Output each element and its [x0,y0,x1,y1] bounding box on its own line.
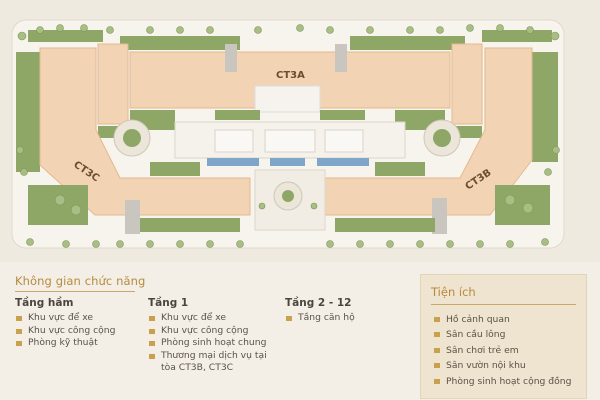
amenities-title: Tiện ích [431,285,476,299]
list-item: Tầng căn hộ [285,312,405,325]
column-heading: Tầng 1 [148,297,189,309]
column-heading: Tầng hầm [15,297,74,309]
list-item: Hồ cảnh quan [433,312,571,327]
column-floor-1: Tầng 1 Khu vực để xe Khu vực công cộng P… [148,297,276,375]
water-features [207,158,369,166]
list-item: Khu vực để xe [15,312,143,325]
list-item: Sân cầu lông [433,327,571,342]
ct3a-label: CT3A [276,70,305,81]
list-item-continuation: tòa CT3B, CT3C [161,362,234,374]
trees [16,24,560,248]
central-plaza [174,121,406,231]
plaza-gardens [28,162,550,232]
list-item: Phòng sinh hoạt chung [148,337,276,350]
legend-panel: Không gian chức năng Tầng hầm Khu vực để… [0,262,600,400]
list-item: Phòng sinh hoạt cộng đồng [433,374,571,389]
functional-title: Không gian chức năng [15,274,146,288]
amenities-box: Tiện ích Hồ cảnh quan Sân cầu lông Sân c… [420,274,587,399]
list-item: Khu vực công cộng [15,325,143,338]
list-item: Sân vườn nội khu [433,358,571,373]
left-roundabout [113,119,151,157]
list-item: Khu vực công cộng [148,325,276,338]
column-floors-2-12: Tầng 2 - 12 Tầng căn hộ [285,297,405,325]
building-ct3a [97,43,483,125]
list-item: Phòng kỹ thuật [15,337,143,350]
column-basement: Tầng hầm Khu vực để xe Khu vực công cộng… [15,297,143,350]
list-item: Khu vực để xe [148,312,276,325]
list-item: Thương mại dịch vụ tại [148,350,276,363]
center-roundabout [273,181,303,211]
list-item: Sân chơi trẻ em [433,343,571,358]
right-roundabout [423,119,461,157]
site-plan: CT3A CT3B CT3C [11,19,565,249]
amenities-divider [431,304,576,305]
functional-divider [15,291,135,292]
building-ct3c [39,47,251,234]
column-heading: Tầng 2 - 12 [285,297,352,309]
